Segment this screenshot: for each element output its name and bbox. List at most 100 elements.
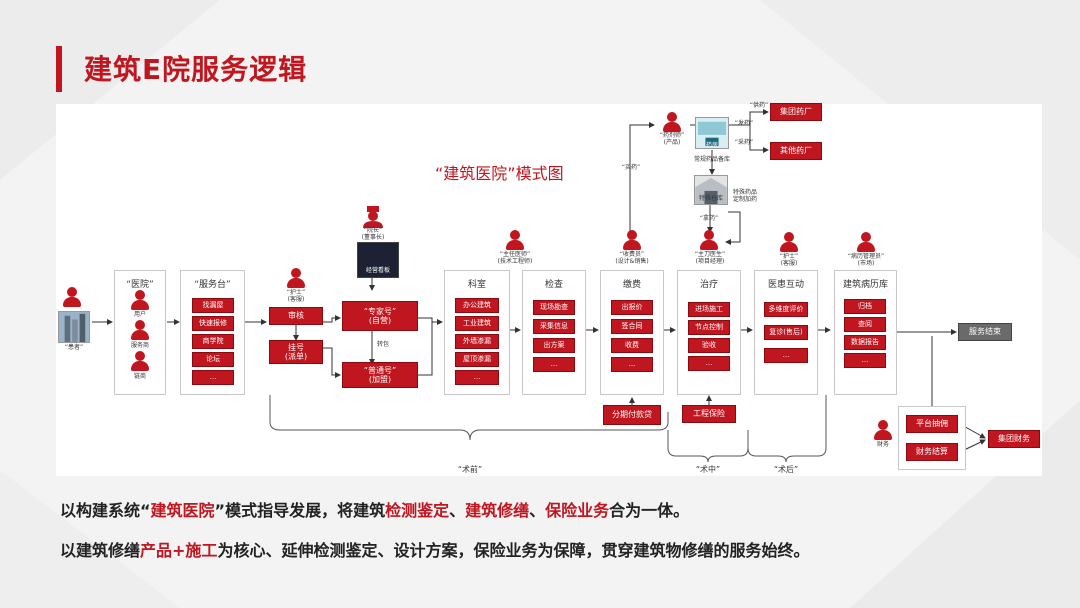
other-factory-box[interactable]: 其他药厂 — [770, 142, 822, 160]
page-title: 建筑E院服务逻辑 — [84, 53, 308, 86]
title-accent-bar — [56, 46, 62, 92]
records-item[interactable]: 查阅 — [844, 317, 886, 332]
cashier-label: “收费员” (设计&销售) — [615, 251, 649, 265]
building-photo — [58, 311, 90, 343]
finance-person-label: 财务 — [876, 441, 889, 448]
patient-person-icon — [63, 287, 81, 307]
take-label: “拿药” — [699, 215, 719, 222]
records-title: 建筑病历库 — [842, 280, 888, 290]
phase-mid-label: “术中” — [695, 465, 721, 474]
warehouse-note: 特殊药品 定制加药 — [732, 189, 757, 203]
records-item[interactable]: ... — [844, 353, 886, 368]
director-person-icon — [506, 230, 524, 250]
expert-number-box[interactable]: “专家号” (自营) — [342, 301, 418, 331]
nurse2-person-icon — [780, 232, 798, 252]
hospital-person-user: 用户 — [133, 311, 146, 318]
departments-title: 科室 — [467, 280, 486, 290]
interaction-person-label: “护士” (客服) — [779, 253, 799, 267]
department-item[interactable]: 屋顶渗漏 — [455, 352, 499, 367]
records-person-label: “病历管理员” (市场) — [847, 253, 885, 267]
caption-1-highlight: 建筑医院 — [150, 501, 215, 520]
caption-1-part: 以构建系统“ — [60, 501, 151, 520]
send-label: “发药” — [734, 120, 754, 127]
dean-hat-icon — [363, 206, 383, 228]
normal-number-box[interactable]: “普通号” (加盟) — [342, 362, 418, 388]
caption-line-1: 以构建系统“建筑医院”模式指导发展，将建筑检测鉴定、建筑修缮、保险业务合为一体。 — [60, 497, 689, 521]
dean-label: “院长” (董事长) — [361, 227, 385, 241]
caption-1-highlight: 保险业务 — [545, 501, 610, 520]
hospital-title: “医院” — [126, 280, 154, 290]
hospital-person-chain: 链商 — [133, 373, 146, 380]
special-warehouse-photo — [694, 175, 728, 205]
purchase-label: “采药” — [734, 139, 754, 146]
finance-person-icon — [874, 420, 892, 440]
pharmacy-store-note: 常规药品备库 — [693, 156, 730, 163]
review-box[interactable]: 审核 — [269, 307, 323, 325]
transfer-label: 转包 — [376, 341, 389, 348]
inspection-item[interactable]: 现场勘查 — [533, 300, 575, 315]
register-box[interactable]: 挂号 (派单) — [269, 340, 323, 364]
phase-pre-label: “术前” — [457, 465, 483, 474]
diagram-title: “建筑医院”模式图 — [435, 164, 564, 183]
inspection-item[interactable]: 采集信息 — [533, 319, 575, 334]
patient-label: “患者” — [64, 344, 84, 351]
inspection-title: 检查 — [544, 280, 563, 290]
inspection-item[interactable]: ... — [533, 357, 575, 372]
service-desk-item[interactable]: 找漏屋 — [192, 298, 234, 313]
pharmacist-person-icon — [663, 112, 681, 132]
group-finance-box[interactable]: 集团财务 — [988, 430, 1040, 448]
treatment-item[interactable]: 节点控制 — [688, 320, 730, 335]
group-factory-box[interactable]: 集团药厂 — [770, 103, 822, 121]
service-end-box[interactable]: 服务结束 — [958, 323, 1012, 341]
caption-line-2: 以建筑修缮产品+施工为核心、延伸检测鉴定、设计方案，保险业务为保障，贯穿建筑物修… — [60, 537, 809, 561]
caption-1-part: 合为一体。 — [609, 501, 690, 520]
payment-title: 缴费 — [622, 280, 641, 290]
caption-2-highlight: 产品+施工 — [140, 541, 218, 560]
installment-loan-box[interactable]: 分期付款贷 — [603, 405, 661, 425]
service-desk-item[interactable]: 论坛 — [192, 352, 234, 367]
interaction-item[interactable]: 多维度评价 — [764, 302, 808, 317]
pharmacist-label: “药剂师” (产品) — [659, 132, 685, 146]
department-item[interactable]: ... — [455, 370, 499, 385]
department-item[interactable]: 办公建筑 — [455, 298, 499, 313]
department-item[interactable]: 工业建筑 — [455, 316, 499, 331]
interaction-item[interactable]: 复诊(售后) — [764, 325, 808, 340]
service-desk-item[interactable]: ... — [192, 370, 234, 385]
pharmacy-store-label: 药房 — [705, 142, 718, 149]
payment-item[interactable]: ... — [611, 357, 653, 372]
dashboard-label: 经营看板 — [365, 266, 390, 274]
buy-label: “买药” — [621, 164, 641, 171]
records-item[interactable]: 数据报告 — [844, 335, 886, 350]
caption-1-highlight: 建筑修缮 — [465, 501, 530, 520]
treatment-item[interactable]: ... — [688, 356, 730, 371]
settlement-box[interactable]: 财务结算 — [906, 443, 958, 461]
service-desk-item[interactable]: 商学院 — [192, 334, 234, 349]
hospital-person-provider: 服务商 — [130, 342, 149, 349]
caption-1-part: ”模式指导发展，将建筑 — [214, 501, 386, 520]
caption-2-part: 为核心、延伸检测鉴定、设计方案，保险业务为保障，贯穿建筑物修缮的服务始终。 — [217, 541, 810, 560]
records-item[interactable]: 归档 — [844, 299, 886, 314]
cashier-person-icon — [623, 230, 641, 250]
treatment-title: 治疗 — [699, 280, 718, 290]
supply-label: “供药” — [749, 102, 769, 109]
payment-item[interactable]: 收费 — [611, 338, 653, 353]
records-column: 建筑病历库 — [834, 270, 897, 395]
dean-dashboard: 经营看板 — [357, 242, 399, 278]
interaction-title: 医患互动 — [767, 280, 804, 290]
treatment-item[interactable]: 进场施工 — [688, 302, 730, 317]
engineering-insurance-box[interactable]: 工程保险 — [682, 405, 736, 423]
surgeon-person-icon — [700, 230, 718, 250]
inspection-item[interactable]: 出方案 — [533, 338, 575, 353]
service-desk-item[interactable]: 快速报修 — [192, 316, 234, 331]
payment-item[interactable]: 出报价 — [611, 300, 653, 315]
interaction-item[interactable]: ... — [764, 348, 808, 363]
commission-box[interactable]: 平台抽佣 — [906, 415, 958, 433]
director-label: “主任医师” (技术工程师) — [497, 251, 533, 265]
payment-item[interactable]: 签合同 — [611, 319, 653, 334]
department-item[interactable]: 外墙渗漏 — [455, 334, 499, 349]
pharmacy-store-photo — [695, 117, 729, 149]
warehouse-sign: 特殊仓库 — [698, 195, 723, 202]
caption-1-part: 、 — [529, 501, 546, 520]
treatment-item[interactable]: 验收 — [688, 338, 730, 353]
chain-person-icon — [131, 351, 149, 371]
